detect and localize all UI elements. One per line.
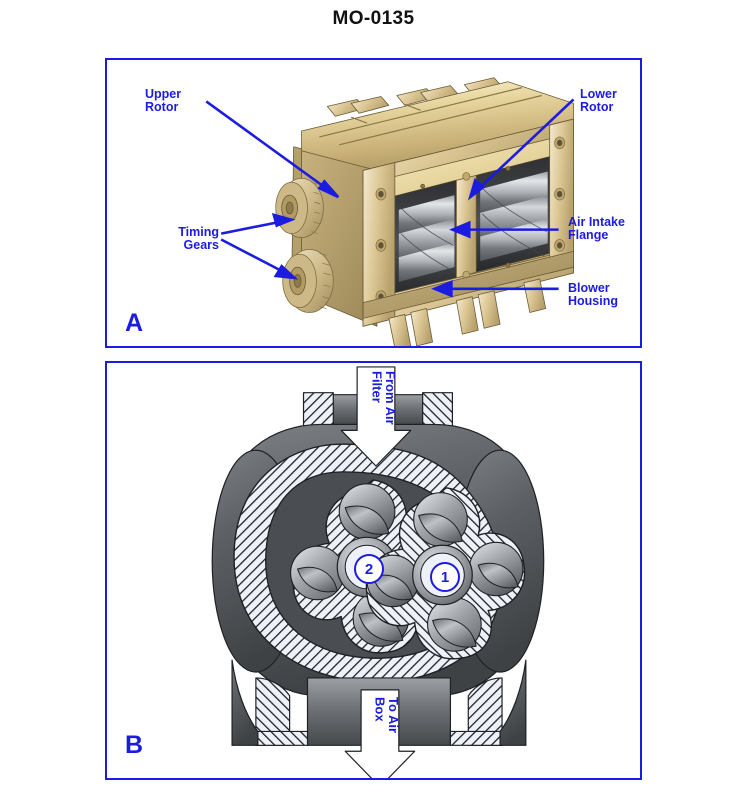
rotor-marker-2: 2: [354, 554, 384, 584]
callout-blower-housing: Blower Housing: [568, 281, 618, 308]
rotor-marker-1: 1: [430, 562, 460, 592]
callout-upper-rotor: Upper Rotor: [145, 87, 182, 114]
callout-timing-gears: Timing Gears: [178, 225, 219, 252]
panel-a: A: [105, 58, 642, 348]
callout-air-intake-flange: Air Intake Flange: [568, 215, 625, 242]
blower-isometric-illustration: [205, 77, 575, 346]
panel-a-letter: A: [125, 309, 144, 337]
figure-title: MO-0135: [332, 8, 415, 29]
panel-b-letter: B: [125, 731, 144, 759]
flow-label-to-air-box: To Air Box: [372, 697, 402, 734]
callout-lower-rotor: Lower Rotor: [580, 87, 617, 114]
panel-b: B: [105, 361, 642, 780]
flow-label-from-air-filter: From Air Filter: [369, 371, 399, 425]
